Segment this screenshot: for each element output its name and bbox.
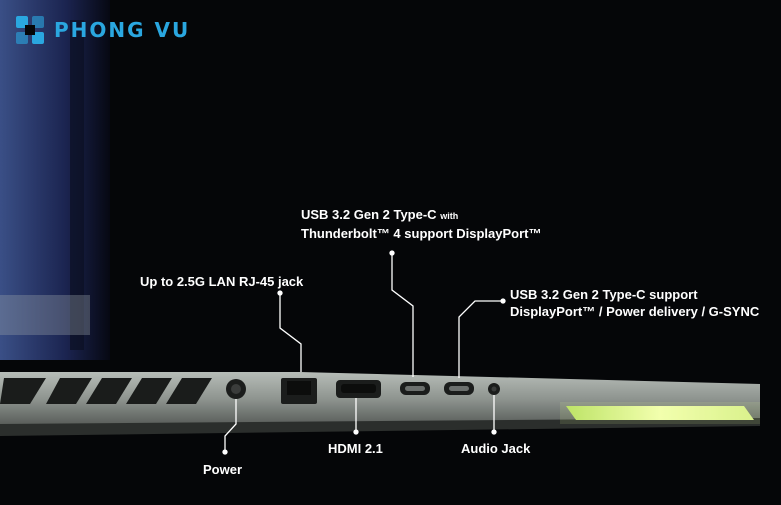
label-audio-jack: Audio Jack	[461, 441, 531, 456]
label-usb-thunderbolt-line1: USB 3.2 Gen 2 Type-C	[301, 207, 437, 222]
brand-name: PHONG VU	[54, 18, 191, 42]
brand-logo: PHONG VU	[14, 14, 190, 46]
label-usb-thunderbolt: USB 3.2 Gen 2 Type-C with Thunderbolt™ 4…	[301, 206, 542, 242]
label-usb-pd: USB 3.2 Gen 2 Type-C support DisplayPort…	[510, 286, 759, 320]
light-bar	[566, 406, 754, 420]
air-vents	[0, 378, 212, 404]
callout-lines	[222, 250, 506, 455]
label-usb-pd-line2: DisplayPort™ / Power delivery / G-SYNC	[510, 304, 760, 319]
phongvu-logo-icon	[16, 16, 44, 44]
label-power: Power	[203, 462, 243, 477]
label-usb-pd-line1: USB 3.2 Gen 2 Type-C support	[510, 287, 698, 302]
label-usb-thunderbolt-line2: Thunderbolt™ 4 support DisplayPort™	[301, 226, 542, 241]
label-lan: Up to 2.5G LAN RJ-45 jack	[140, 274, 304, 289]
label-hdmi: HDMI 2.1	[328, 441, 383, 456]
label-usb-thunderbolt-with: with	[440, 211, 459, 221]
laptop-screen	[0, 0, 110, 360]
